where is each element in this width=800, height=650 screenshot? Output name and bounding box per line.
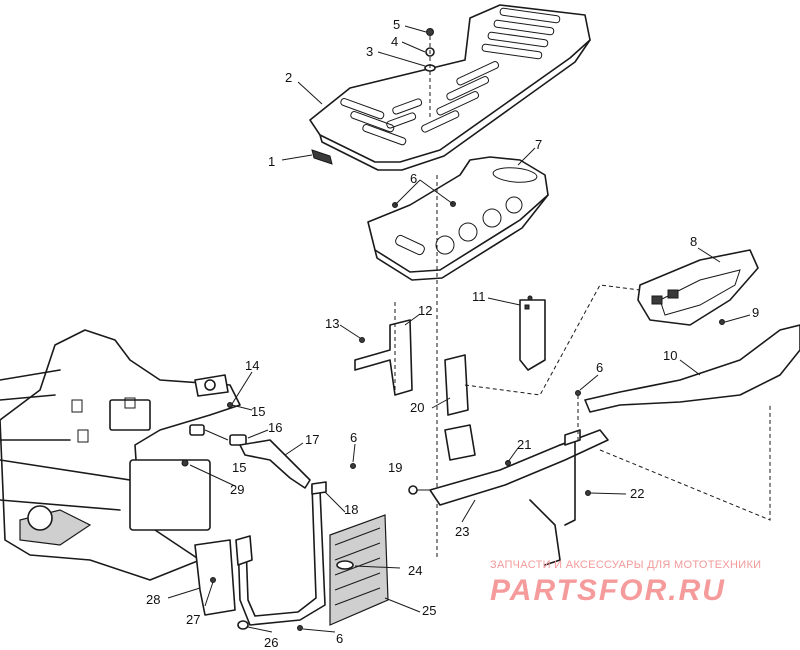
bolt-11	[527, 295, 533, 301]
front-rack-top	[309, 4, 591, 171]
bracket-12	[354, 319, 413, 396]
callout-29: 29	[230, 482, 244, 497]
callout-15-lower: 15	[232, 460, 246, 475]
fastener-stack	[424, 28, 436, 120]
callout-27: 27	[186, 612, 200, 627]
watermark-logo: PARTSFOR.RU	[490, 574, 726, 607]
bolt-19	[408, 485, 430, 495]
bolt-13	[359, 337, 365, 343]
callout-labels: 1 2 3 4 5 6 7 8 9 10 11 12 13 14 15 15 1…	[146, 17, 759, 650]
callout-14: 14	[245, 358, 259, 373]
u-tube-18	[235, 481, 327, 626]
callout-13: 13	[325, 316, 339, 331]
callout-28: 28	[146, 592, 160, 607]
bolt-6-bumper	[575, 390, 581, 440]
bolt-9	[719, 319, 725, 325]
front-grille	[637, 249, 759, 326]
nut-26	[237, 620, 249, 630]
callout-20: 20	[410, 400, 424, 415]
callout-6-side: 6	[350, 430, 357, 445]
callout-12: 12	[418, 303, 432, 318]
callout-6-bottom: 6	[336, 631, 343, 646]
bracket-20	[444, 354, 476, 461]
lower-plate-28	[194, 539, 236, 616]
bolt-22	[585, 490, 591, 496]
label-plate	[311, 149, 333, 165]
tube-17	[239, 439, 311, 489]
callout-7: 7	[535, 137, 542, 152]
callout-21: 21	[517, 437, 531, 452]
bolt-6-side	[350, 463, 356, 469]
callout-18: 18	[344, 502, 358, 517]
callout-4: 4	[391, 34, 398, 49]
callout-26: 26	[264, 635, 278, 650]
callout-17: 17	[305, 432, 319, 447]
callout-6-bumper: 6	[596, 360, 603, 375]
watermark: ЗАПЧАСТИ И АКСЕССУАРЫ ДЛЯ МОТОТЕХНИКИ PA…	[490, 559, 761, 607]
callout-5: 5	[393, 17, 400, 32]
callout-25: 25	[422, 603, 436, 618]
leader-lines	[167, 25, 751, 633]
bracket-11	[519, 299, 546, 371]
callout-10: 10	[663, 348, 677, 363]
callout-23: 23	[455, 524, 469, 539]
callout-2: 2	[285, 70, 292, 85]
callout-16: 16	[268, 420, 282, 435]
callout-3: 3	[366, 44, 373, 59]
bolt-21	[505, 460, 511, 466]
callout-9: 9	[752, 305, 759, 320]
bolt-6-bottom	[297, 625, 303, 631]
side-panel-25	[329, 514, 389, 626]
callout-24: 24	[408, 563, 422, 578]
callout-6: 6	[410, 171, 417, 186]
clamp-16	[181, 402, 247, 467]
callout-11: 11	[472, 289, 486, 304]
callout-19: 19	[388, 460, 402, 475]
rack-mount-plate	[367, 156, 549, 281]
callout-1: 1	[268, 154, 275, 169]
watermark-tagline: ЗАПЧАСТИ И АКСЕССУАРЫ ДЛЯ МОТОТЕХНИКИ	[490, 559, 761, 571]
callout-22: 22	[630, 486, 644, 501]
callout-15-upper: 15	[251, 404, 265, 419]
bumper-bar	[584, 324, 800, 413]
callout-8: 8	[690, 234, 697, 249]
bumper-frame	[429, 429, 609, 566]
chassis-frame	[0, 329, 241, 581]
